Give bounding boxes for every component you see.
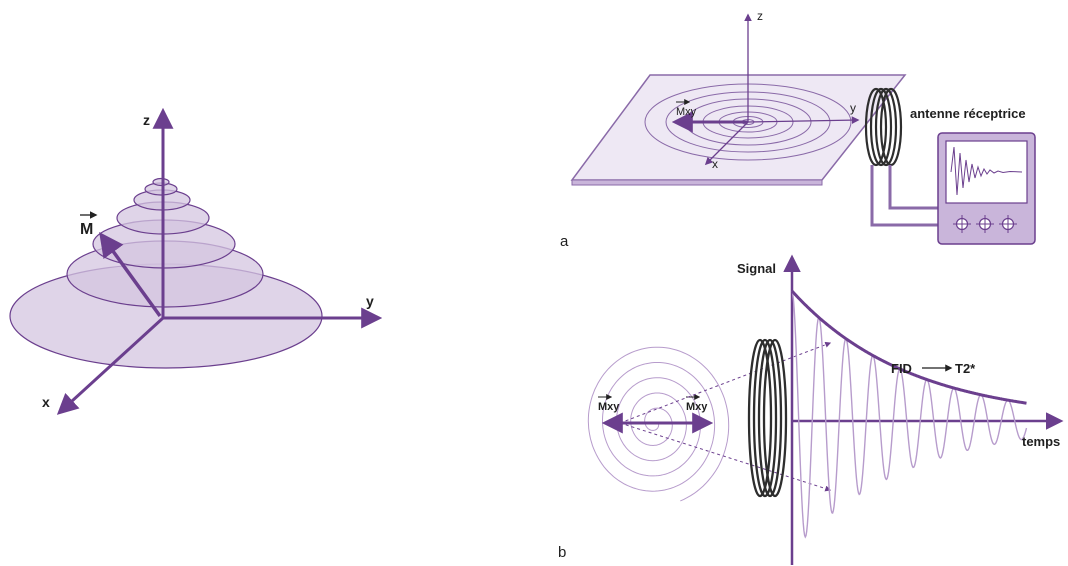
m-vector-label: M: [80, 221, 93, 238]
fid-oscillation: [791, 290, 1028, 539]
m-vector: [99, 232, 162, 318]
panel-b: Mxy Mxy Signal temps FID T2* b: [558, 254, 1064, 565]
panel-a: z y x Mxy antenne réceptrice: [560, 9, 1036, 250]
knob-icon: [953, 215, 971, 233]
panel-b-mxy-right-label: Mxy: [686, 401, 708, 413]
panel-a-z-label: z: [757, 9, 763, 23]
t2-star-label: T2*: [955, 361, 976, 376]
plate: [570, 74, 907, 181]
cone-ellipses: [9, 177, 323, 369]
projection-arrow: [619, 341, 832, 424]
knob-icon: [976, 215, 994, 233]
panel-b-mxy-left-label: Mxy: [598, 401, 620, 413]
panel-a-label: a: [560, 233, 569, 250]
z-axis-label: z: [143, 112, 150, 128]
panel-a-y-axis: [747, 116, 860, 125]
receiver-coil: [747, 338, 788, 498]
x-axis: [56, 316, 165, 415]
coil-wire: [888, 165, 945, 210]
oscilloscope-trace: [950, 146, 1023, 196]
knob-icon: [999, 215, 1017, 233]
signal-axis-label: Signal: [737, 261, 776, 276]
y-axis-label: y: [366, 293, 374, 309]
plate-edge: [571, 179, 823, 186]
panel-b-label: b: [558, 544, 566, 561]
panel-a-x-axis: [704, 121, 749, 166]
fid-label: FID: [891, 361, 912, 376]
panel-a-x-label: x: [712, 157, 718, 171]
precession-cone-figure: z y x M: [9, 107, 383, 415]
coil-wire: [870, 165, 945, 227]
antenna-label: antenne réceptrice: [910, 106, 1026, 121]
receiver-coil: [864, 87, 903, 167]
spiral: [587, 346, 730, 502]
panel-a-mxy-label: Mxy: [676, 106, 697, 118]
fid-envelope: [790, 290, 1027, 405]
time-axis-label: temps: [1022, 434, 1060, 449]
oscilloscope: [937, 132, 1036, 245]
projection-arrow: [619, 422, 832, 492]
x-axis-label: x: [42, 394, 50, 410]
panel-a-y-label: y: [850, 101, 856, 115]
